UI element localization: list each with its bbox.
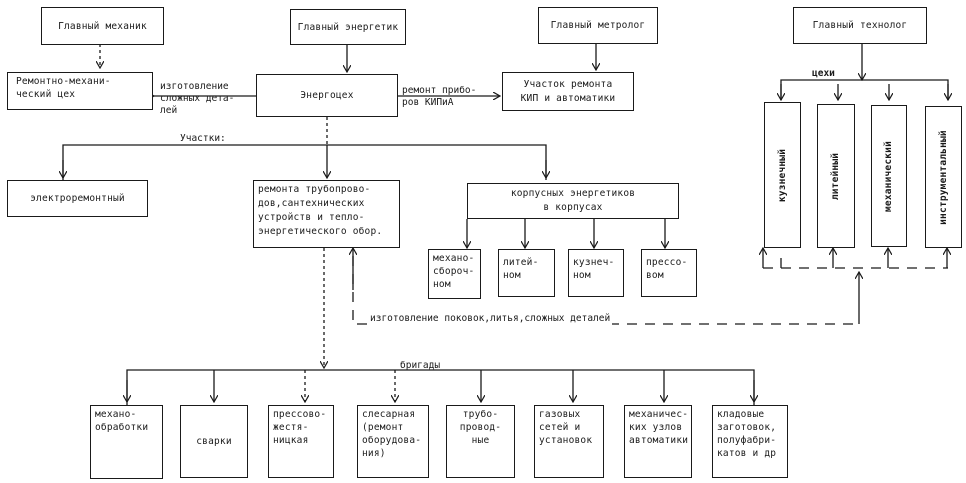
section-electro-label: электроремонтный — [30, 193, 125, 204]
repair-mech-shop-label: Ремонтно-механи- ческий цех — [16, 76, 111, 100]
sections-bus — [62, 144, 547, 180]
head-technolog-label: Главный технолог — [812, 20, 908, 31]
brigade-label: механичес- ких узлов автоматики — [629, 409, 689, 446]
forgings-note: изготовление поковок,литья,сложных детал… — [368, 313, 613, 325]
brigade-label: трубо- провод- ные — [459, 409, 502, 446]
head-energetic-label: Главный энергетик — [297, 21, 399, 33]
sections-heading: Участки: — [180, 133, 226, 144]
head-mechanic-box: Главный механик — [41, 7, 164, 45]
brigade-label: сварки — [196, 436, 232, 447]
head-metrolog-label: Главный метролог — [550, 20, 646, 31]
head-mechanic-label: Главный механик — [58, 20, 147, 32]
energy-shop-label: Энергоцех — [300, 90, 354, 101]
shop-box: кузнечный — [764, 102, 801, 248]
brigade-box: трубо- провод- ные — [446, 405, 515, 478]
brigades-bus — [126, 369, 755, 405]
shop-label: кузнечный — [777, 148, 788, 202]
complex-parts-label: изготовление сложных дета- лей — [160, 81, 235, 116]
kip-section-box: Участок ремонта КИП и автоматики — [502, 72, 634, 111]
shop-box: литейный — [817, 104, 855, 248]
corpus-sub-label: кузнеч- ном — [573, 257, 615, 281]
corpus-sub-box: литей- ном — [498, 249, 555, 297]
corpus-sub-box: кузнеч- ном — [568, 249, 624, 297]
section-corpus-box: корпусных энергетиков в корпусах — [467, 183, 679, 219]
shop-label: инструментальный — [938, 129, 949, 225]
brigade-label: слесарная (ремонт оборудова- ния) — [362, 409, 422, 459]
section-corpus-label: корпусных энергетиков в корпусах — [510, 188, 636, 213]
brigade-box: сварки — [180, 405, 248, 478]
brigade-box: механо- обработки — [90, 405, 163, 479]
shops-heading: цехи — [812, 68, 835, 79]
corpus-sub-label: прессо- вом — [646, 257, 688, 281]
head-metrolog-box: Главный метролог — [538, 7, 658, 44]
kip-section-label: Участок ремонта КИП и автоматики — [520, 78, 616, 104]
brigade-box: механичес- ких узлов автоматики — [624, 405, 692, 478]
brigades-heading: бригады — [400, 360, 441, 371]
corpus-sub-box: механо- сбороч- ном — [428, 249, 481, 299]
shop-box: механический — [871, 105, 907, 247]
shop-label: механический — [883, 140, 895, 212]
brigade-label: механо- обработки — [95, 409, 149, 433]
brigade-box: слесарная (ремонт оборудова- ния) — [357, 405, 429, 478]
head-energetic-box: Главный энергетик — [290, 9, 406, 45]
section-electro-box: электроремонтный — [7, 180, 148, 217]
brigade-box: газовых сетей и установок — [534, 405, 604, 478]
brigade-box: кладовые заготовок, полуфабри- катов и д… — [712, 405, 788, 478]
shop-label: литейный — [830, 152, 842, 200]
shops-bus — [780, 79, 949, 100]
repair-mech-shop-box: Ремонтно-механи- ческий цех — [7, 72, 153, 110]
brigade-box: прессово- жестя- ницкая — [268, 405, 334, 478]
shop-box: инструментальный — [925, 106, 962, 248]
brigade-label: газовых сетей и установок — [539, 409, 593, 446]
kip-repair-label: ремонт прибо- ров КИПиА — [402, 85, 477, 108]
corpus-sub-label: литей- ном — [503, 257, 539, 281]
energy-shop-box: Энергоцех — [256, 74, 398, 117]
brigade-label: кладовые заготовок, полуфабри- катов и д… — [717, 409, 777, 459]
head-technolog-box: Главный технолог — [793, 7, 927, 44]
section-pipeline-box: ремонта трубопрово- дов,сантехнических у… — [253, 180, 400, 248]
brigade-label: прессово- жестя- ницкая — [273, 409, 327, 446]
corpus-sub-box: прессо- вом — [641, 249, 697, 297]
section-pipeline-label: ремонта трубопрово- дов,сантехнических у… — [258, 184, 383, 237]
corpus-sub-label: механо- сбороч- ном — [433, 253, 475, 290]
